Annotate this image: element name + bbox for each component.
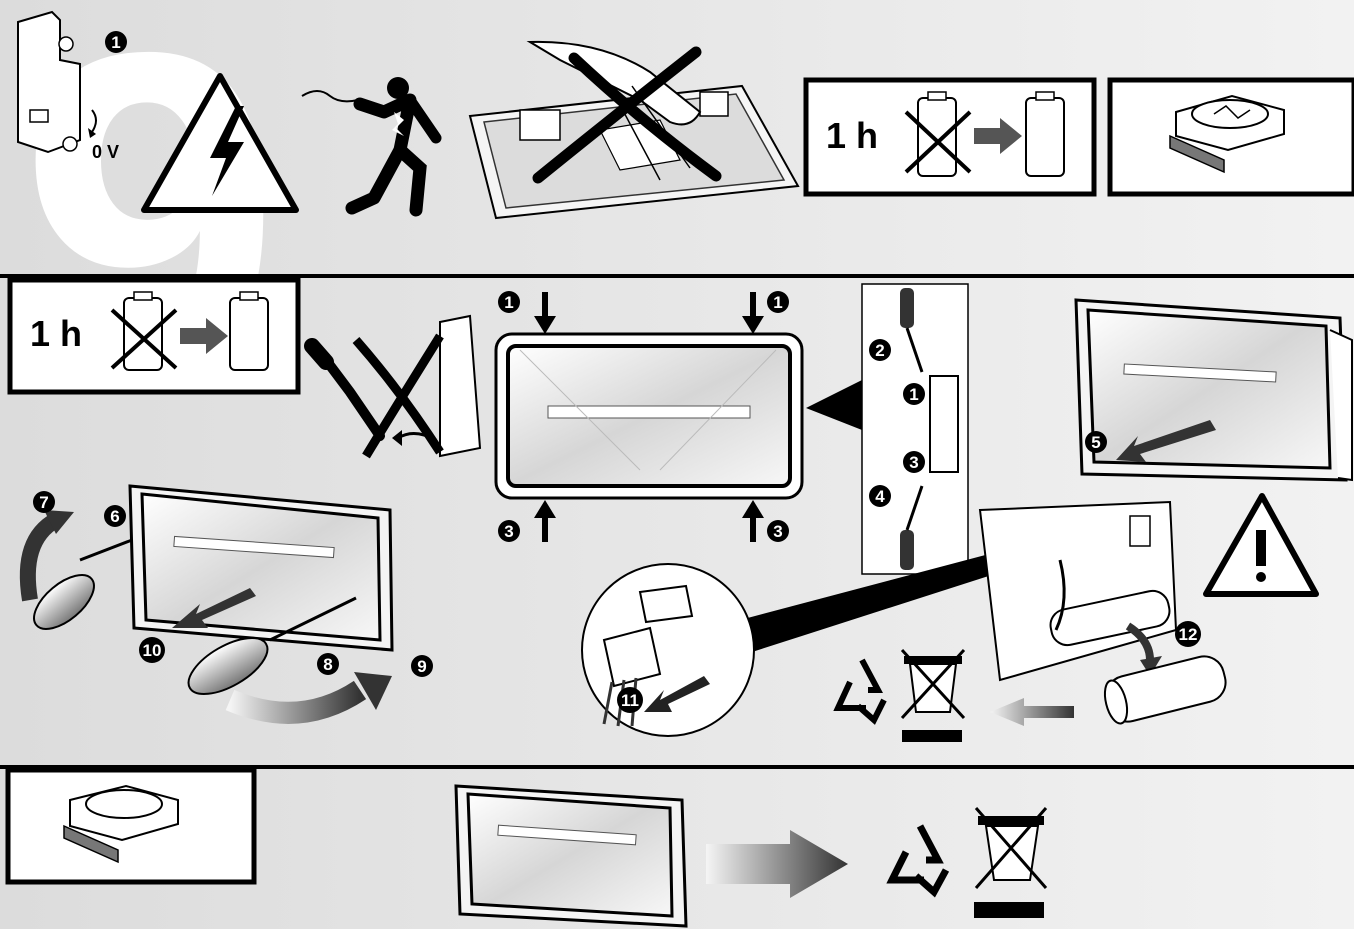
screwdriver-icon [900, 485, 924, 570]
battery-new-icon [1025, 91, 1065, 177]
svg-text:1: 1 [111, 33, 120, 52]
prohibited-cross [532, 46, 722, 184]
step-badge-3: 3 [767, 520, 789, 542]
step-badge-7: 7 [33, 491, 55, 513]
step-number: 1 [909, 385, 918, 404]
step-number: 4 [875, 487, 885, 506]
step-badge-1: 1 [498, 291, 520, 313]
press-arrow-icon [534, 292, 556, 334]
press-arrow-icon [742, 500, 764, 542]
step-number: 3 [909, 453, 918, 472]
screwdriver-icon [900, 288, 924, 373]
step-badge: 1 [105, 31, 127, 53]
front-fixture-icon [494, 332, 804, 500]
voltage-label: 0 V [92, 142, 119, 162]
battery-icon [904, 91, 972, 177]
recycle-icon [886, 824, 950, 898]
divider-bottom [0, 765, 1354, 769]
arrow-right-icon [706, 830, 848, 898]
electric-shock-icon [301, 77, 442, 217]
screwdriver-icon [33, 538, 133, 630]
battery-pack-icon [978, 500, 1178, 682]
remove-arrow-icon [1125, 622, 1162, 676]
warning-icon [1203, 493, 1319, 597]
side-screwdriver-prohibited-icon [304, 314, 482, 459]
step-number: 6 [110, 507, 119, 526]
step-number: 10 [143, 641, 162, 660]
battery-new-icon [229, 291, 269, 371]
pull-arrow-icon [1116, 420, 1216, 462]
press-arrow-icon [742, 292, 764, 334]
step-number: 3 [773, 522, 782, 541]
battery-cell-icon [1103, 655, 1227, 725]
pull-arrow-icon [172, 588, 256, 628]
step-number: 7 [39, 493, 48, 512]
step-badge-8: 8 [317, 653, 339, 675]
step-badge-4: 4 [869, 485, 891, 507]
step-badge-3: 3 [903, 451, 925, 473]
fuse-icon [1169, 94, 1285, 174]
step-number: 3 [504, 522, 513, 541]
step-number: 8 [323, 655, 332, 674]
high-voltage-warning-icon [141, 73, 299, 213]
press-arrow-icon [534, 500, 556, 542]
screwdriver-icon [187, 596, 357, 695]
step-number: 1 [773, 293, 782, 312]
step-badge-1: 1 [767, 291, 789, 313]
angled-fixture-icon [1074, 298, 1353, 482]
step-badge-3: 3 [498, 520, 520, 542]
weee-bin-icon [974, 807, 1048, 918]
step-number: 5 [1091, 433, 1100, 452]
step-number: 9 [417, 657, 426, 676]
connector-icon [602, 584, 710, 727]
battery-replace-time: 1 h [30, 313, 82, 354]
step-badge-12: 12 [1175, 621, 1201, 647]
arrow-right-icon [974, 118, 1022, 154]
fixture-open-icon [128, 484, 394, 652]
battery-icon [110, 291, 178, 371]
circuit-breaker-icon [17, 10, 97, 154]
step-number: 12 [1179, 625, 1198, 644]
step-badge-6: 6 [104, 505, 126, 527]
sweep-arrow-icon [225, 672, 392, 724]
rotate-arrow-icon [19, 510, 74, 602]
step-number: 1 [504, 293, 513, 312]
divider-top [0, 274, 1354, 278]
fixture-disposal-icon [454, 784, 688, 928]
step-badge-1: 1 [903, 383, 925, 405]
arrow-right-icon [180, 318, 228, 354]
recycle-icon [833, 658, 887, 725]
step-badge-11: 11 [617, 687, 643, 713]
step-number: 11 [621, 691, 639, 710]
battery-replace-time: 1 h [826, 115, 878, 156]
step-number: 2 [875, 341, 884, 360]
side-clip [929, 375, 959, 473]
step-badge-5: 5 [1085, 431, 1107, 453]
step-badge-2: 2 [869, 339, 891, 361]
callout-pointer [806, 380, 862, 430]
weee-bin-icon [900, 648, 966, 742]
arrow-left-icon [990, 698, 1074, 726]
step-badge-10: 10 [139, 637, 165, 663]
step-badge-9: 9 [411, 655, 433, 677]
fuse-icon [63, 784, 179, 864]
